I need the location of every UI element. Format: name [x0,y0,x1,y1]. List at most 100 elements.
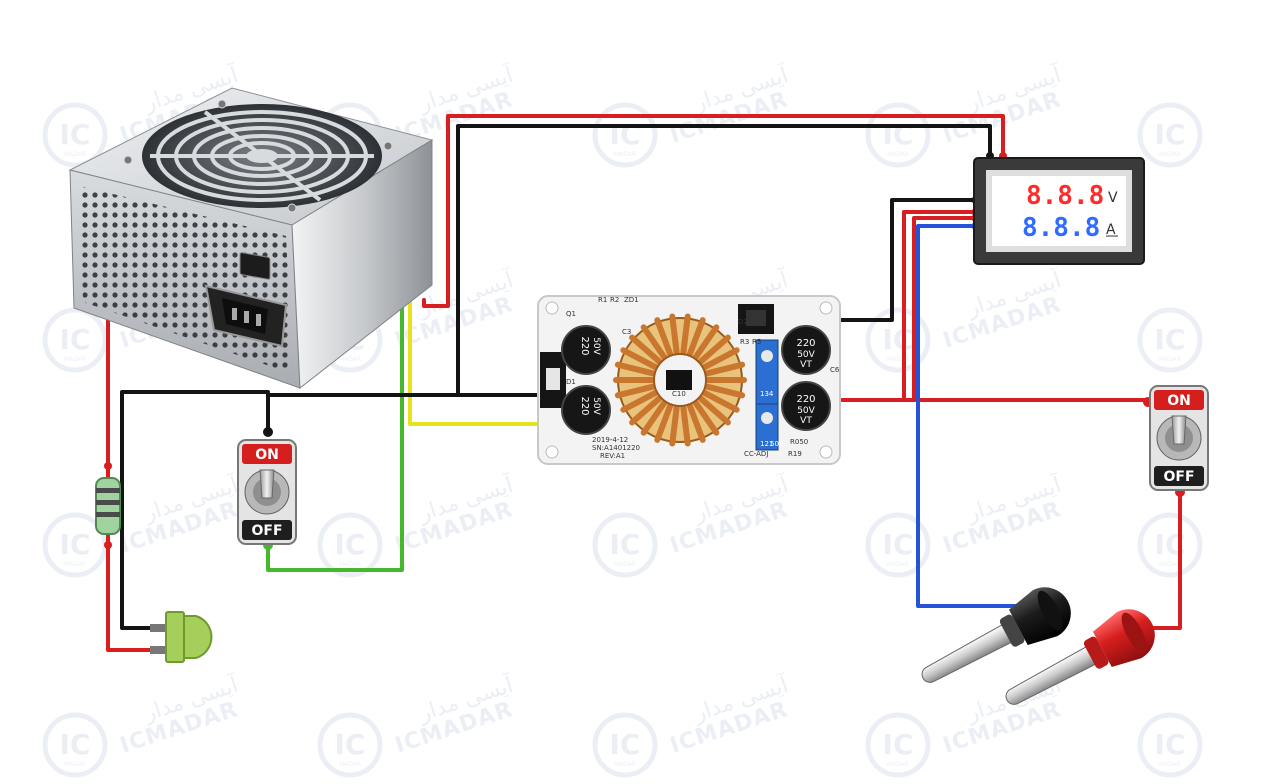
watermark-logo-letters: IC [1155,323,1186,356]
watermark-logo-subtext: MADAR [339,356,361,363]
wire-black-to-led [120,390,270,630]
watermark-logo-subtext: MADAR [614,151,636,158]
input-capacitor-top: 220 50V [561,325,611,375]
silk-cc-adj: CC-ADJ [744,450,768,458]
watermark-logo-subtext: MADAR [614,761,636,768]
output-toggle-switch[interactable]: ON OFF [1149,385,1209,491]
cap-voltage-label: 50V [591,397,601,415]
watermark-logo: ICMADAR [1137,512,1203,578]
silk-r5: R5 [752,338,761,346]
watermark-logo-subtext: MADAR [64,151,86,158]
cap-value-label: 220 [579,336,590,355]
silk-r19: R19 [788,450,802,458]
coil-turn [640,324,668,360]
silk-c6: C6 [830,366,840,374]
watermark-logo-letters: IC [335,528,366,561]
coil-turn [614,361,656,377]
watermark-logo-subtext: MADAR [64,356,86,363]
watermark-logo-subtext: MADAR [887,151,909,158]
silk-res3: 502 [770,440,783,448]
cap-value-label: 220 [796,394,815,405]
watermark-logo-letters: IC [60,528,91,561]
watermark-logo-subtext: MADAR [1159,356,1181,363]
toroid-inductor-icon [613,313,747,447]
output-switch-off-label: OFF [1163,469,1194,485]
cap-type-label: VT [800,360,812,370]
watermark-logo-letters: IC [335,728,366,761]
banana-plug-red-icon [1005,609,1155,705]
watermark-logo-letters: IC [60,728,91,761]
silk-r2: R2 [610,296,619,304]
silk-res2: 121 [760,440,773,448]
coil-turn [620,390,659,413]
output-capacitor-bottom: 220 50V VT [781,381,831,431]
trimmer-pot-cc[interactable] [755,403,779,451]
coil-turn [654,403,674,443]
coil-turn [629,395,663,426]
coil-turn [701,390,740,413]
watermark-logo-letters: IC [60,323,91,356]
current-display: 8.8.8 [1022,213,1100,243]
voltage-display: 8.8.8 [1026,181,1104,211]
cap-voltage-label: 50V [797,406,815,416]
watermark-logo-subtext: MADAR [339,561,361,568]
coil-turn [697,334,731,365]
wire-red-meter-sense-2 [912,216,976,402]
silk-c10: C10 [672,390,686,398]
pcb-silkscreen: Q1 R1 R2 ZD1 C3 D1 C10 R3 R5 D2 C6 R19 2… [566,296,840,460]
coil-turn [697,395,731,426]
coil-turn [692,324,720,360]
coil-turn [686,317,706,357]
wire-red-switch-to-red-plug [1148,488,1182,630]
coil-turn [680,313,691,356]
psu-rocker-switch[interactable] [239,252,271,280]
cap-voltage-label: 50V [591,337,601,355]
wire-black-out-to-meter [840,198,976,322]
watermark-logo-subtext: MADAR [887,761,909,768]
wire-red-meter-sense-1 [902,210,976,402]
coil-turn [686,403,706,443]
wire-blue-meter-to-black-plug [916,224,1022,608]
silk-r050: R050 [790,438,808,446]
watermark-logo-subtext: MADAR [887,356,909,363]
watermark-logo-subtext: MADAR [339,761,361,768]
watermark-logo-letters: IC [610,528,641,561]
watermark-logo-subtext: MADAR [1159,761,1181,768]
fan-icon [142,104,382,208]
coil-turn [680,404,691,447]
silk-res1: 134 [760,390,774,398]
silk-zd1: ZD1 [624,296,639,304]
wire-red-out-to-switch [840,398,1150,407]
watermark-logo-letters: IC [883,528,914,561]
wires [106,114,1182,652]
silk-date: 2019-4-12 [592,436,628,444]
coil-turn [704,383,746,399]
psu-toggle-switch[interactable]: ON OFF [237,439,297,545]
coil-turn [701,347,740,370]
watermark-logo-subtext: MADAR [1159,151,1181,158]
volt-unit-label: V [1108,190,1118,206]
resistor-icon [95,466,121,545]
input-capacitor-bottom: 220 50V [561,385,611,435]
watermark-logo-letters: IC [883,323,914,356]
ac-inlet-socket-icon [204,284,288,348]
silk-serial: SN:A1401220 [592,444,640,452]
coil-turn [629,334,663,365]
silk-rev: REV:A1 [600,452,625,460]
coil-turn [692,400,720,436]
watermark-logo-subtext: MADAR [614,561,636,568]
watermark-logo: ICMADAR [1137,307,1203,373]
silk-d2: D2 [738,318,748,326]
coil-turn [704,361,746,377]
power-supply-icon [68,87,434,389]
watermark-logo-letters: IC [1155,118,1186,151]
amp-unit-label: A [1106,222,1116,238]
banana-plug-black-icon [921,587,1071,683]
watermark-logo-letters: IC [60,118,91,151]
